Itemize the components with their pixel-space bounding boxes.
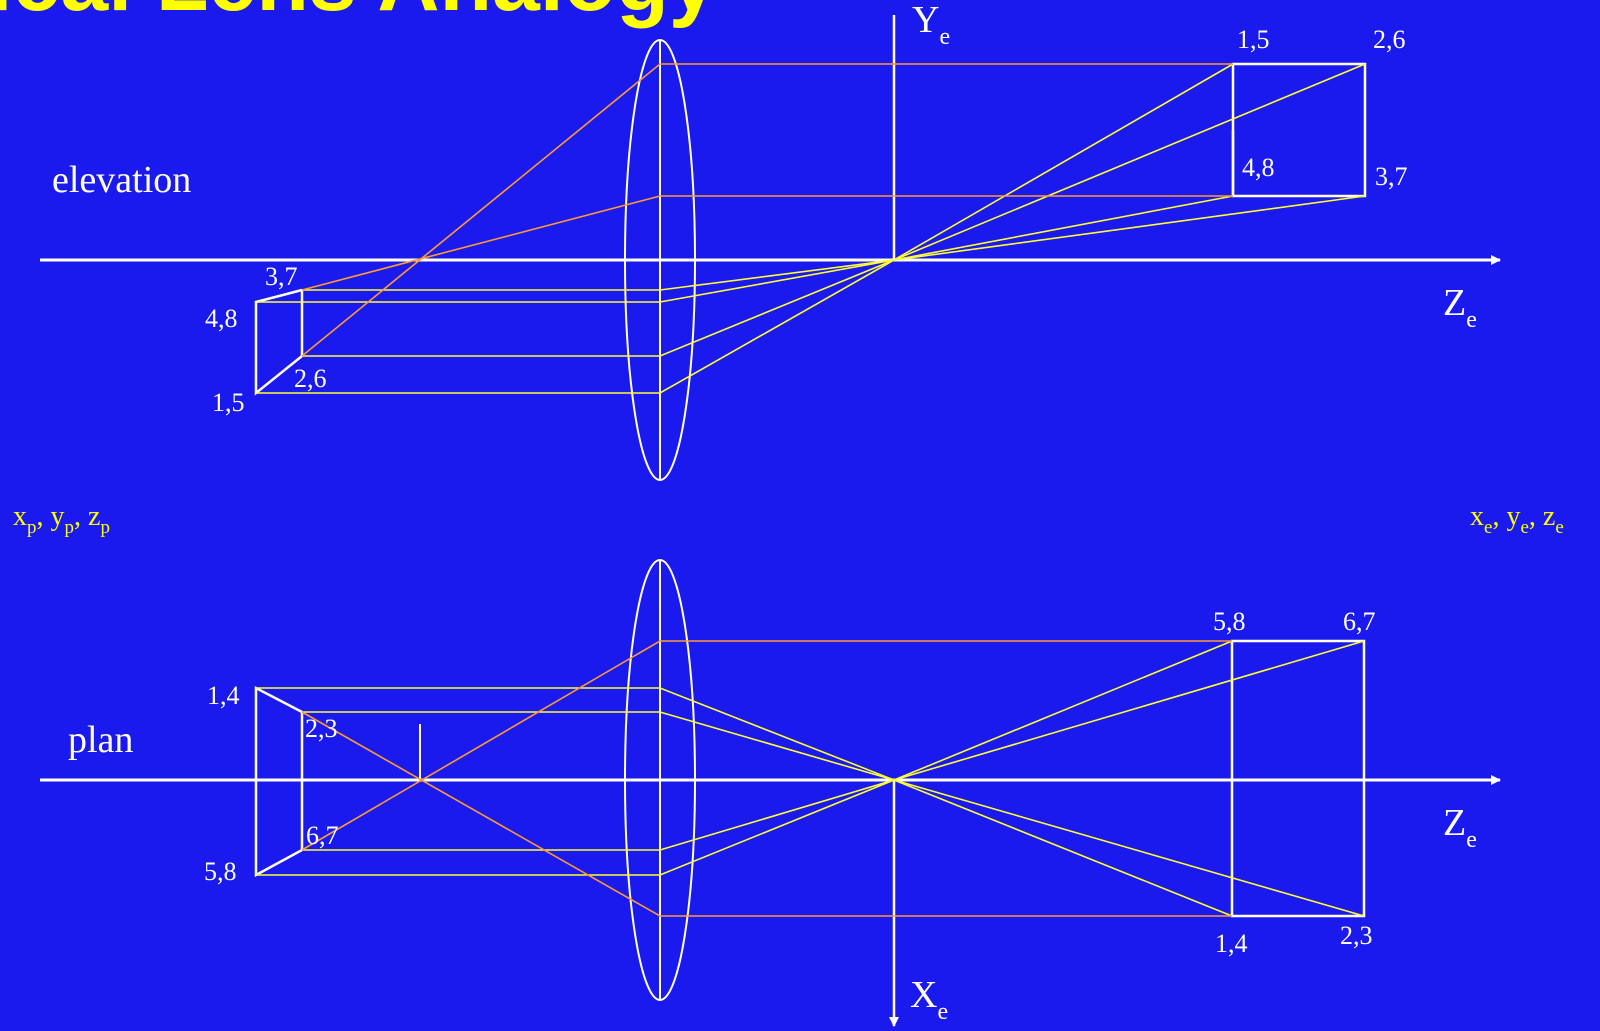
elevation-image-label-1-5: 1,5 (1237, 25, 1270, 54)
x-axis-label: Xe (910, 974, 948, 1025)
plan-yellow-rays (256, 640, 1365, 917)
plan-object-label-2-3: 2,3 (305, 714, 338, 743)
elevation-image-label-4-8: 4,8 (1242, 153, 1275, 182)
plan-label: plan (68, 719, 133, 761)
plan-object-label-6-7: 6,7 (306, 821, 339, 850)
plan-orange-rays (301, 640, 1232, 917)
plan-z-axis-label: Ze (1443, 802, 1477, 853)
plan-image-label-2-3: 2,3 (1340, 921, 1373, 950)
y-axis-label: Ye (912, 0, 950, 50)
elevation-label: elevation (52, 159, 191, 201)
plan-object-label-1-4: 1,4 (207, 681, 240, 710)
elevation-image-label-2-6: 2,6 (1373, 25, 1406, 54)
plan-object-label-5-8: 5,8 (204, 857, 237, 886)
elevation-object-label-3-7: 3,7 (265, 262, 298, 291)
plan-object-box (254, 685, 304, 878)
elevation-image-label-3-7: 3,7 (1375, 162, 1408, 191)
plan-view: plan 1,4 2,3 6,7 5,8 5,8 6,7 1,4 2,3 Ze … (40, 559, 1501, 1027)
elevation-object-label-4-8: 4,8 (205, 304, 238, 333)
elevation-view: elevation 3,7 4,8 2,6 1,5 1,5 2,6 4,8 3,… (40, 0, 1501, 481)
eye-coordinates-label: xe, ye, ze (1470, 501, 1564, 538)
elevation-object-label-2-6: 2,6 (294, 364, 327, 393)
plan-image-label-5-8: 5,8 (1213, 607, 1246, 636)
elevation-z-axis-label: Ze (1443, 282, 1477, 333)
plan-image-label-1-4: 1,4 (1215, 929, 1248, 958)
object-coordinates-label: xp, yp, zp (13, 501, 110, 538)
elevation-object-label-1-5: 1,5 (212, 388, 245, 417)
elevation-object-box (254, 288, 304, 396)
plan-image-label-6-7: 6,7 (1343, 607, 1376, 636)
elevation-yellow-rays (256, 63, 1366, 394)
plan-image-box (1230, 639, 1366, 918)
elevation-orange-rays (301, 63, 1233, 357)
slide-title: tical Lens Analogy (0, 0, 717, 24)
